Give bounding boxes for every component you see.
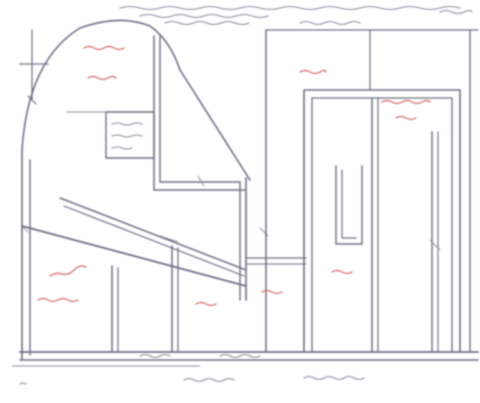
header-note <box>119 5 473 26</box>
sloped-eave <box>21 197 247 287</box>
annotations-red <box>37 45 431 307</box>
connecting-beam <box>245 257 307 265</box>
footer-labels <box>19 353 365 385</box>
right-openings <box>335 131 441 353</box>
eave-posts <box>111 245 179 353</box>
right-inner-frame <box>303 89 461 353</box>
dimension-mark <box>19 29 49 105</box>
small-window <box>66 111 155 159</box>
ground-line <box>12 351 479 367</box>
dimension-ticks <box>21 175 269 237</box>
inner-frame <box>153 35 247 301</box>
left-arch-wall <box>21 19 251 361</box>
right-building <box>265 29 479 353</box>
